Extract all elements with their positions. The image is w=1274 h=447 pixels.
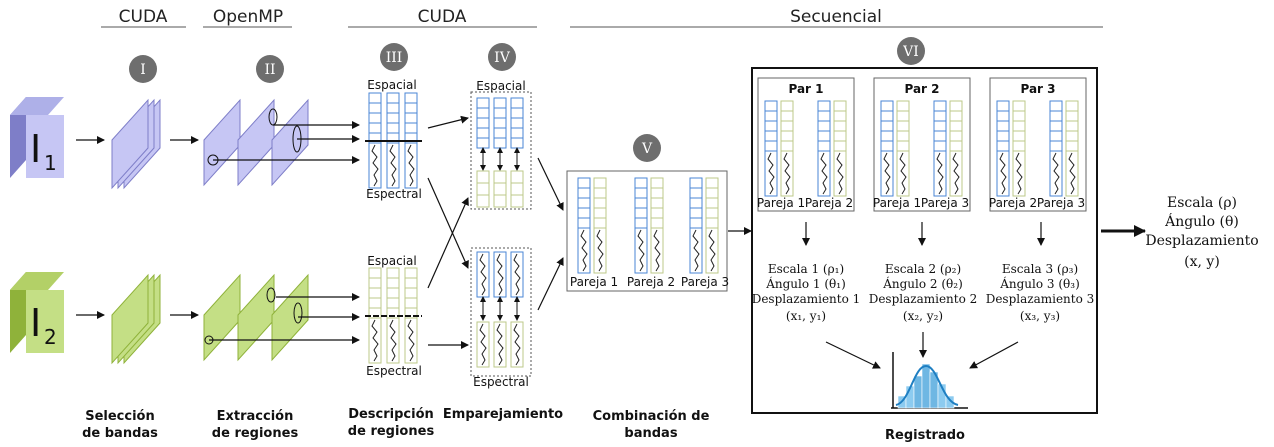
svg-text:CUDA: CUDA	[119, 7, 168, 27]
registration-frame	[751, 67, 1098, 414]
svg-text:OpenMP: OpenMP	[213, 7, 283, 27]
svg-text:VI: VI	[902, 44, 919, 60]
svg-text:I: I	[30, 301, 41, 345]
final-output: Escala (ρ) Ángulo (θ) Desplazamiento (x,…	[1145, 195, 1258, 270]
svg-text:Desplazamiento 2: Desplazamiento 2	[869, 292, 978, 306]
svg-text:bandas: bandas	[624, 426, 677, 441]
svg-text:IV: IV	[494, 50, 511, 66]
par-1-box: Par 1 Pareja 1 Pareja 2	[757, 77, 855, 212]
svg-text:Ángulo 1 (θ₁): Ángulo 1 (θ₁)	[765, 276, 846, 291]
par-2-pareja-a: Pareja 1	[873, 196, 921, 210]
matching-block-bottom: Espectral	[470, 247, 532, 389]
svg-text:II: II	[264, 62, 275, 78]
par-2-title: Par 2	[904, 82, 939, 96]
region-extraction-purple	[203, 98, 309, 187]
combination-pareja-2: Pareja 2	[627, 275, 675, 289]
band-stack-green	[111, 273, 161, 365]
header-openmp: OpenMP	[203, 7, 292, 28]
par-2-box: Par 2 Pareja 1 Pareja 3	[873, 77, 971, 212]
par-3-pareja-b: Pareja 3	[1037, 196, 1085, 210]
svg-text:V: V	[641, 141, 653, 157]
svg-text:(x, y): (x, y)	[1184, 254, 1220, 270]
par-1-title: Par 1	[788, 82, 823, 96]
numeral-badge-ii: II	[256, 55, 284, 83]
svg-text:Descripción: Descripción	[348, 407, 434, 422]
label-match-espacial: Espacial	[476, 79, 525, 93]
svg-text:I: I	[30, 127, 41, 171]
stage-label-emparejamiento: Emparejamiento	[443, 407, 563, 422]
header-cuda-1: CUDA	[101, 7, 186, 28]
combination-pareja-1: Pareja 1	[570, 275, 618, 289]
region-extraction-green	[203, 273, 309, 362]
label-espacial-bottom: Espacial	[367, 254, 416, 268]
svg-text:I: I	[140, 62, 146, 78]
svg-text:1: 1	[44, 151, 57, 175]
combination-pareja-3: Pareja 3	[681, 275, 729, 289]
band-stack-purple	[111, 98, 161, 190]
label-espectral-bottom: Espectral	[366, 364, 422, 378]
result-par-3: Escala 3 (ρ₃) Ángulo 3 (θ₃) Desplazamien…	[986, 262, 1095, 323]
svg-text:de regiones: de regiones	[212, 426, 299, 441]
header-cuda-2: CUDA	[348, 7, 537, 28]
par-3-pareja-a: Pareja 2	[989, 196, 1037, 210]
numeral-badge-v: V	[633, 134, 661, 162]
histogram-icon	[891, 352, 968, 409]
par-1-pareja-a: Pareja 1	[757, 196, 805, 210]
result-par-1: Escala 1 (ρ₁) Ángulo 1 (θ₁) Desplazamien…	[752, 262, 861, 323]
svg-text:Ángulo 3 (θ₃): Ángulo 3 (θ₃)	[999, 276, 1080, 291]
stage-label-registrado: Registrado	[885, 428, 965, 443]
numeral-badge-i: I	[129, 55, 157, 83]
input-image-2: I 2	[10, 272, 64, 353]
svg-text:Desplazamiento 1: Desplazamiento 1	[752, 292, 861, 306]
svg-text:Desplazamiento: Desplazamiento	[1145, 233, 1258, 249]
svg-text:Selección: Selección	[85, 409, 155, 424]
svg-text:de regiones: de regiones	[348, 424, 435, 439]
svg-text:Extracción: Extracción	[217, 409, 294, 424]
numeral-badge-vi: VI	[897, 37, 925, 65]
svg-text:Ángulo 2 (θ₂): Ángulo 2 (θ₂)	[882, 276, 963, 291]
svg-text:Escala 3 (ρ₃): Escala 3 (ρ₃)	[1002, 262, 1078, 276]
svg-text:Registrado: Registrado	[885, 428, 965, 443]
input-image-1: I 1	[10, 97, 64, 178]
svg-text:CUDA: CUDA	[418, 7, 467, 27]
stage-label-seleccion: Selección de bandas	[82, 409, 158, 441]
svg-text:Escala 1 (ρ₁): Escala 1 (ρ₁)	[768, 262, 844, 276]
par-2-pareja-b: Pareja 3	[921, 196, 969, 210]
label-espectral-top: Espectral	[366, 187, 422, 201]
svg-text:Ángulo (θ): Ángulo (θ)	[1164, 212, 1239, 230]
svg-text:III: III	[386, 50, 403, 66]
svg-text:(x₃, y₃): (x₃, y₃)	[1020, 309, 1060, 323]
stage-label-descripcion: Descripción de regiones	[348, 407, 435, 439]
stage-label-combinacion: Combinación de bandas	[593, 409, 710, 441]
descriptor-block-bottom: Espacial Espectral	[365, 254, 422, 378]
svg-text:(x₁, y₁): (x₁, y₁)	[786, 309, 826, 323]
label-match-espectral: Espectral	[473, 375, 529, 389]
svg-text:Combinación de: Combinación de	[593, 409, 710, 424]
par-3-title: Par 3	[1020, 82, 1055, 96]
numeral-badge-iii: III	[380, 43, 408, 71]
svg-text:2: 2	[44, 325, 57, 349]
label-espacial-top: Espacial	[367, 78, 416, 92]
par-1-pareja-b: Pareja 2	[805, 196, 853, 210]
svg-text:de bandas: de bandas	[82, 426, 158, 441]
combination-block: Pareja 1 Pareja 2 Pareja 3	[566, 170, 729, 292]
numeral-badge-iv: IV	[488, 43, 516, 71]
svg-text:Secuencial: Secuencial	[790, 7, 882, 27]
descriptor-block-top: Espacial Espectral	[365, 78, 422, 201]
matching-block-top: Espacial	[470, 79, 532, 210]
result-par-2: Escala 2 (ρ₂) Ángulo 2 (θ₂) Desplazamien…	[869, 262, 978, 323]
par-3-box: Par 3 Pareja 2 Pareja 3	[989, 77, 1087, 212]
svg-text:Escala (ρ): Escala (ρ)	[1167, 195, 1237, 211]
header-secuencial: Secuencial	[570, 7, 1103, 28]
svg-text:Desplazamiento 3: Desplazamiento 3	[986, 292, 1095, 306]
stage-label-extraccion: Extracción de regiones	[212, 409, 299, 441]
svg-text:Emparejamiento: Emparejamiento	[443, 407, 563, 422]
svg-text:Escala 2 (ρ₂): Escala 2 (ρ₂)	[885, 262, 961, 276]
svg-text:(x₂, y₂): (x₂, y₂)	[903, 309, 943, 323]
